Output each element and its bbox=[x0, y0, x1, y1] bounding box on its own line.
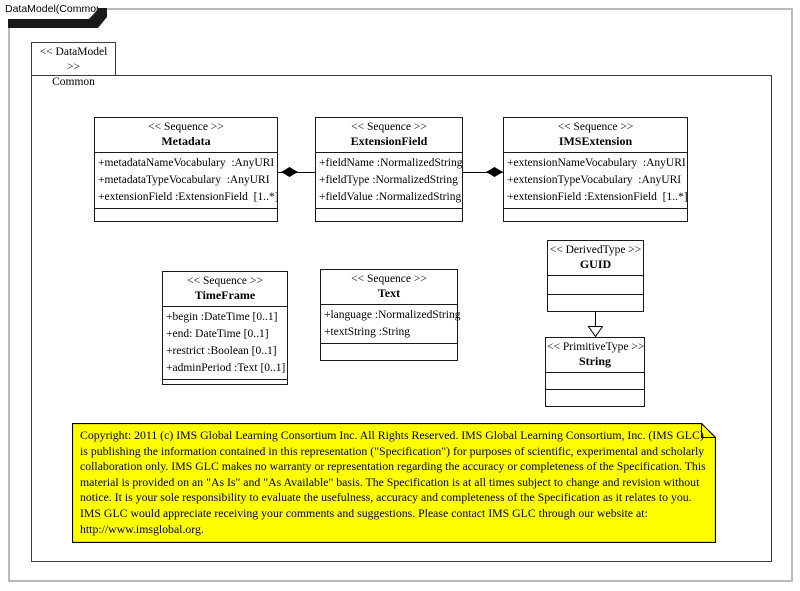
class-name: GUID bbox=[579, 257, 612, 271]
composition-diamond-icon bbox=[486, 167, 503, 177]
class-header: << Sequence >> TimeFrame bbox=[163, 272, 287, 307]
class-imsextension[interactable]: << Sequence >> IMSExtension +extensionNa… bbox=[503, 117, 688, 222]
class-stereotype: << Sequence >> bbox=[187, 275, 263, 287]
class-header: << Sequence >> ExtensionField bbox=[316, 118, 462, 153]
attribute: +extensionNameVocabulary :AnyURI bbox=[507, 157, 686, 169]
attribute: +fieldValue :NormalizedString bbox=[319, 191, 462, 203]
class-name: String bbox=[578, 354, 611, 368]
attribute: +language :NormalizedString bbox=[324, 309, 461, 321]
diagram-frame-tab-label: DataModel(Common) bbox=[1, 1, 98, 19]
class-header: << DerivedType >> GUID bbox=[548, 241, 643, 276]
operations-compartment bbox=[316, 209, 462, 221]
class-name: TimeFrame bbox=[194, 288, 256, 302]
package-tab[interactable]: << DataModel >> Common bbox=[31, 42, 116, 88]
attributes-compartment: +extensionNameVocabulary :AnyURI +extens… bbox=[504, 153, 688, 209]
attribute: +textString :String bbox=[324, 326, 411, 338]
attributes-compartment bbox=[546, 373, 644, 390]
copyright-note-text: Copyright: 2011 (c) IMS Global Learning … bbox=[80, 428, 706, 536]
class-header: << PrimitiveType >> String bbox=[546, 338, 644, 373]
package-name: Common bbox=[52, 76, 95, 88]
package-stereotype: << DataModel >> bbox=[39, 46, 108, 73]
class-stereotype: << Sequence >> bbox=[557, 121, 634, 133]
class-name: IMSExtension bbox=[558, 134, 633, 148]
attribute: +begin :DateTime [0..1] bbox=[166, 311, 278, 323]
attributes-compartment: +language :NormalizedString +textString … bbox=[321, 305, 461, 344]
operations-compartment bbox=[504, 209, 687, 221]
attribute: +extensionField :ExtensionField [1..*] bbox=[507, 191, 688, 203]
operations-compartment bbox=[546, 390, 644, 406]
attribute: +fieldName :NormalizedString bbox=[319, 157, 463, 169]
class-extensionfield[interactable]: << Sequence >> ExtensionField +fieldName… bbox=[315, 117, 463, 222]
operations-compartment bbox=[321, 344, 457, 360]
class-string[interactable]: << PrimitiveType >> String bbox=[545, 337, 645, 407]
attribute: +metadataTypeVocabulary :AnyURI bbox=[98, 174, 270, 186]
class-header: << Sequence >> Text bbox=[321, 270, 457, 305]
class-header: << Sequence >> IMSExtension bbox=[504, 118, 687, 153]
class-stereotype: << Sequence >> bbox=[148, 121, 224, 133]
attribute: +extensionTypeVocabulary :AnyURI bbox=[507, 174, 682, 186]
note-shape bbox=[71, 422, 717, 544]
class-stereotype: << Sequence >> bbox=[351, 121, 427, 133]
class-timeframe[interactable]: << Sequence >> TimeFrame +begin :DateTim… bbox=[162, 271, 288, 385]
attribute: +restrict :Boolean [0..1] bbox=[166, 345, 277, 357]
class-name: ExtensionField bbox=[350, 134, 428, 148]
attributes-compartment: +metadataNameVocabulary :AnyURI +metadat… bbox=[95, 153, 279, 209]
class-stereotype: << Sequence >> bbox=[351, 273, 427, 285]
attribute: +extensionField :ExtensionField [1..*] bbox=[98, 191, 279, 203]
class-header: << Sequence >> Metadata bbox=[95, 118, 277, 153]
attribute: +adminPeriod :Text [0..1] bbox=[166, 362, 286, 374]
class-name: Metadata bbox=[161, 134, 211, 148]
connector-line bbox=[595, 312, 596, 328]
operations-compartment bbox=[95, 209, 277, 221]
operations-compartment bbox=[163, 380, 287, 384]
attribute: +end: DateTime [0..1] bbox=[166, 328, 269, 340]
generalization-arrow-icon bbox=[587, 326, 604, 338]
operations-compartment bbox=[548, 295, 643, 311]
attributes-compartment bbox=[548, 276, 643, 295]
attributes-compartment: +begin :DateTime [0..1] +end: DateTime [… bbox=[163, 307, 287, 380]
class-stereotype: << PrimitiveType >> bbox=[547, 341, 645, 353]
attributes-compartment: +fieldName :NormalizedString +fieldType … bbox=[316, 153, 463, 209]
class-name: Text bbox=[377, 286, 401, 300]
attribute: +fieldType :NormalizedString bbox=[319, 174, 458, 186]
composition-diamond-icon bbox=[281, 167, 298, 177]
class-metadata[interactable]: << Sequence >> Metadata +metadataNameVoc… bbox=[94, 117, 279, 222]
attribute: +metadataNameVocabulary :AnyURI bbox=[98, 157, 275, 169]
note-dogear-icon bbox=[701, 422, 717, 438]
class-text[interactable]: << Sequence >> Text +language :Normalize… bbox=[320, 269, 461, 361]
class-guid[interactable]: << DerivedType >> GUID bbox=[547, 240, 644, 312]
connector-line bbox=[463, 172, 503, 173]
class-stereotype: << DerivedType >> bbox=[549, 244, 642, 256]
copyright-note[interactable]: Copyright: 2011 (c) IMS Global Learning … bbox=[71, 422, 717, 544]
